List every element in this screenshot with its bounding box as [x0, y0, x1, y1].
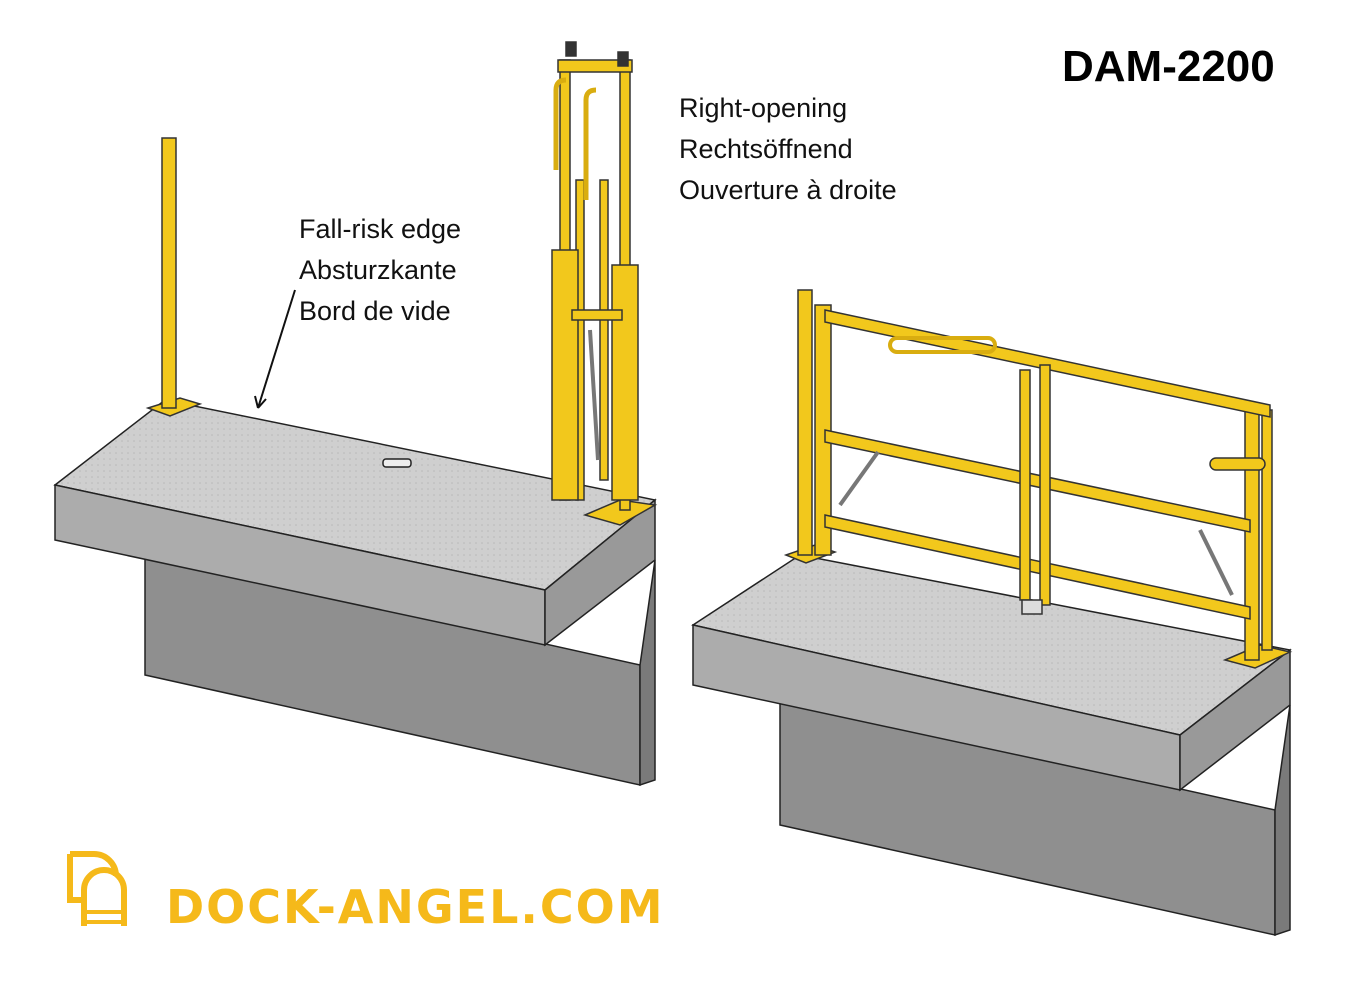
logo-text: DOCK-ANGEL.COM: [166, 880, 665, 934]
left-post: [145, 137, 203, 417]
opening-label-en: Right-opening: [679, 93, 848, 123]
edge-label-fr: Bord de vide: [299, 296, 451, 326]
open-gate: [783, 289, 1293, 669]
right-platform: [691, 554, 1292, 937]
edge-label-en: Fall-risk edge: [299, 214, 462, 244]
opening-labels: Right-opening Rechtsöffnend Ouverture à …: [679, 88, 897, 211]
model-title: DAM-2200: [1062, 42, 1275, 91]
dock-angel-logo-icon: [67, 851, 127, 926]
folded-gate: [551, 41, 658, 526]
edge-labels: Fall-risk edge Absturzkante Bord de vide: [299, 209, 461, 332]
edge-label-de: Absturzkante: [299, 255, 457, 285]
left-platform: [53, 399, 657, 787]
opening-label-fr: Ouverture à droite: [679, 175, 897, 205]
opening-label-de: Rechtsöffnend: [679, 134, 853, 164]
edge-pointer-arrow: [254, 289, 296, 409]
